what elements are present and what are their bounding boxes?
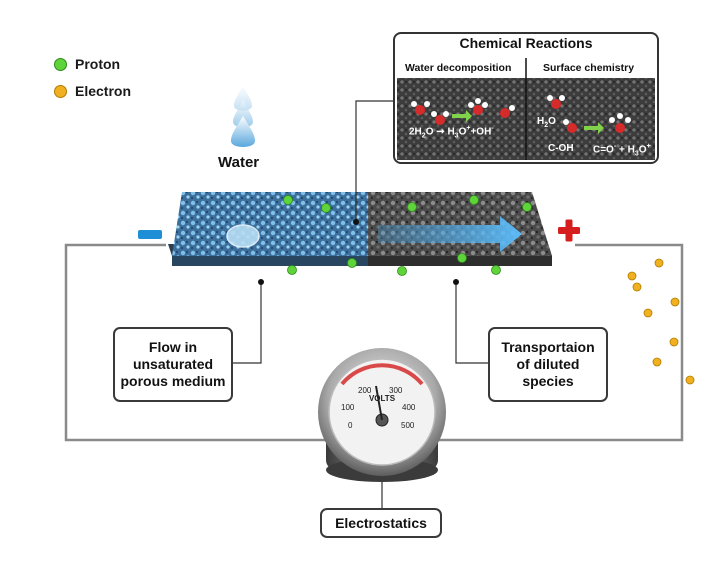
electron — [654, 258, 664, 268]
slab-blue-region — [172, 192, 368, 256]
positive-terminal — [558, 219, 580, 242]
chemical-reactions-title: Chemical Reactions — [459, 35, 593, 51]
proton — [347, 258, 357, 268]
water-drop-icon — [231, 85, 255, 147]
molecule-icons — [411, 95, 631, 134]
electron — [669, 337, 679, 347]
flow-label-box: Flow in unsaturated porous medium — [113, 327, 233, 402]
transport-arrow — [378, 216, 522, 252]
voltmeter-unit: VOLTS — [369, 394, 396, 403]
voltmeter-tick-label: 0 — [348, 421, 353, 430]
legend-electron-label: Electron — [75, 83, 132, 99]
surface-c-oh-label: C-OH — [548, 143, 574, 154]
electron — [670, 297, 680, 307]
proton — [287, 265, 297, 275]
voltmeter-needle — [375, 385, 383, 421]
proton — [469, 195, 479, 205]
porous-slab — [168, 192, 552, 266]
water-droplet-on-slab — [226, 224, 260, 248]
legend-electron: Electron — [54, 83, 131, 99]
proton — [397, 266, 407, 276]
electron — [632, 282, 642, 292]
electron — [685, 375, 695, 385]
surface-chemistry-title: Surface chemistry — [543, 62, 635, 74]
proton — [283, 195, 293, 205]
proton-particles — [283, 195, 532, 276]
surface-water-label: H2O — [537, 116, 556, 129]
voltmeter-tick-label: 100 — [341, 403, 355, 412]
voltmeter-tick-label: 300 — [389, 386, 403, 395]
leader-dot — [258, 279, 264, 285]
electrostatics-label-box: Electrostatics — [320, 508, 442, 538]
proton — [491, 265, 501, 275]
transport-label-box: Transportaion of diluted species — [488, 327, 608, 402]
proton — [407, 202, 417, 212]
water-label: Water — [218, 154, 260, 171]
legend-proton: Proton — [54, 56, 120, 72]
leader-dot — [453, 279, 459, 285]
proton — [457, 253, 467, 263]
proton-legend-icon — [54, 57, 67, 71]
voltmeter-tick-label: 500 — [401, 421, 415, 430]
voltmeter-tick-label: 400 — [402, 403, 416, 412]
leader-dot — [353, 219, 359, 225]
electron-particles — [627, 258, 695, 385]
negative-terminal — [138, 230, 162, 239]
voltmeter: VOLTS 0 100 200 300 400 500 — [318, 348, 446, 482]
electron — [627, 271, 637, 281]
legend-proton-label: Proton — [75, 56, 121, 72]
electron — [643, 308, 653, 318]
electron-legend-icon — [54, 84, 67, 98]
water-decomposition-equation: 2H2O ➞ H3O++OH- — [409, 125, 494, 140]
surface-product-equation: C=O- + H3O+ — [593, 143, 651, 158]
voltmeter-tick-label: 200 — [358, 386, 372, 395]
reaction-arrow-icon: ➞ — [436, 126, 448, 138]
proton — [522, 202, 532, 212]
water-decomposition-title: Water decomposition — [405, 62, 512, 74]
slab-dark-region — [368, 192, 552, 256]
electron — [652, 357, 662, 367]
proton — [321, 203, 331, 213]
